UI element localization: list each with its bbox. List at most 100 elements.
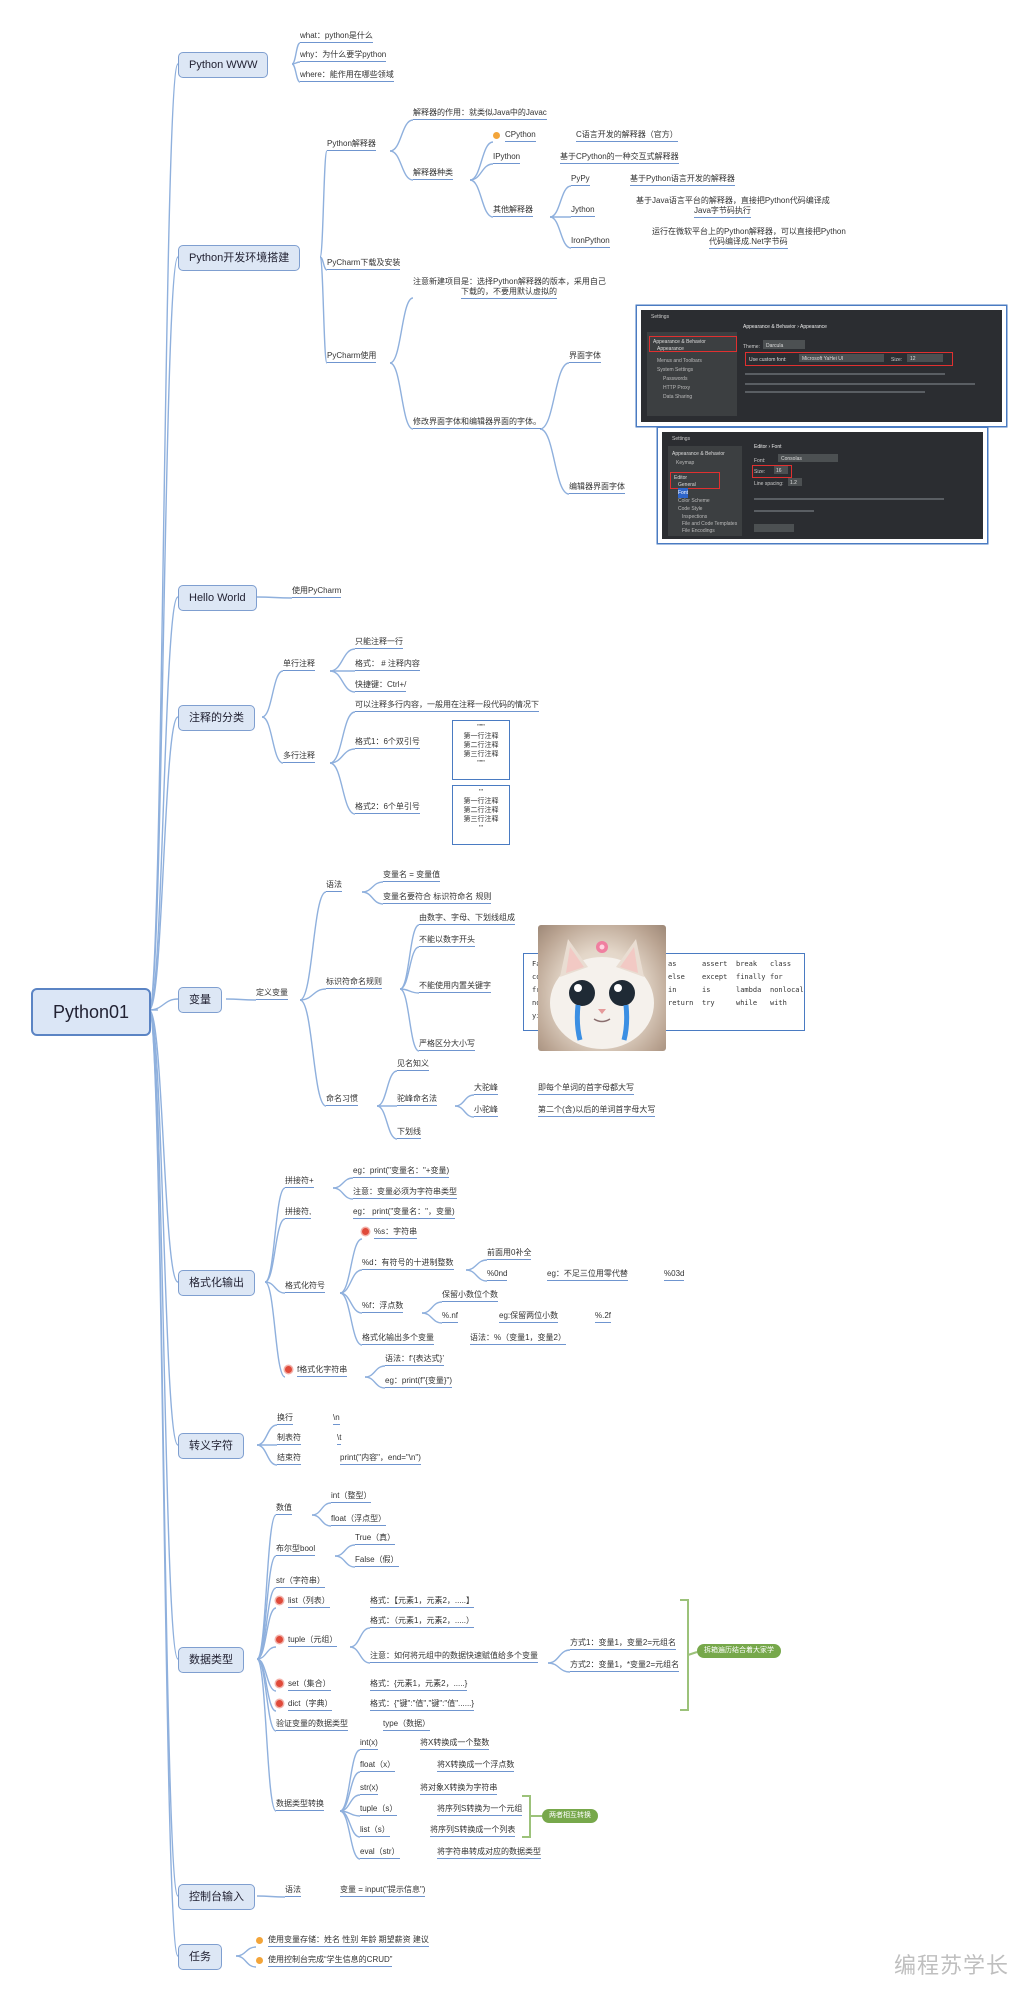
dtype-tuple-format[interactable]: 格式：（元素1，元素2，.....） <box>370 1616 475 1628</box>
fmt-plus-example[interactable]: eg：print("变量名："+变量) <box>353 1166 450 1178</box>
pycharm-ui-font[interactable]: 界面字体 <box>569 351 601 363</box>
dtype-list[interactable]: list（列表） <box>288 1596 330 1608</box>
env-interpreter-role[interactable]: 解释器的作用：就类似Java中的Javac <box>413 108 547 120</box>
conv-int-desc[interactable]: 将X转换成一个整数 <box>420 1738 490 1750</box>
conv-list-desc[interactable]: 将序列S转换成一个列表 <box>430 1825 516 1837</box>
env-interpreter[interactable]: Python解释器 <box>327 139 376 151</box>
dtype-int[interactable]: int（整型） <box>331 1491 372 1503</box>
fmt-fstring-example[interactable]: eg：print(f"{变量}") <box>385 1376 453 1388</box>
hello-use-pycharm[interactable]: 使用PyCharm <box>292 586 342 598</box>
section-env-setup[interactable]: Python开发环境搭建 <box>178 245 301 271</box>
var-define[interactable]: 定义变量 <box>256 988 288 1000</box>
naming-camel-case[interactable]: 驼峰命名法 <box>397 1094 437 1106</box>
dtype-tuple[interactable]: tuple（元组） <box>288 1635 338 1647</box>
fmt-multi[interactable]: 格式化输出多个变量 <box>362 1333 434 1345</box>
fmt-comma[interactable]: 拼接符, <box>285 1207 312 1219</box>
fmt-s[interactable]: %s：字符串 <box>374 1227 418 1239</box>
var-naming-habits[interactable]: 命名习惯 <box>326 1094 358 1106</box>
fmt-fstring-syntax[interactable]: 语法：f‘{表达式}’ <box>385 1354 445 1366</box>
dtype-number[interactable]: 数值 <box>276 1503 292 1515</box>
dtype-set[interactable]: set（集合） <box>288 1679 331 1691</box>
interp-jython-desc-2[interactable]: Java字节码执行 <box>694 206 751 218</box>
env-interpreter-kinds[interactable]: 解释器种类 <box>413 168 453 180</box>
camel-lower[interactable]: 小驼峰 <box>474 1105 498 1117</box>
fmt-d-0nd[interactable]: %0nd <box>487 1269 508 1281</box>
fmt-f-precision[interactable]: 保留小数位个数 <box>442 1290 498 1302</box>
dtype-false[interactable]: False（假） <box>355 1555 399 1567</box>
comment-multi-format1[interactable]: 格式1：6个双引号 <box>355 737 420 749</box>
dtype-bool[interactable]: 布尔型bool <box>276 1544 316 1556</box>
interp-cpython[interactable]: CPython <box>505 130 536 142</box>
interp-iron-desc-2[interactable]: 代码编译成.Net字节码 <box>709 237 788 249</box>
summary-pill-convert[interactable]: 两者相互转换 <box>542 1809 598 1823</box>
interp-jython[interactable]: Jython <box>571 205 595 217</box>
comment-multi-desc[interactable]: 可以注释多行内容，一般用在注释一段代码的情况下 <box>355 700 539 712</box>
camel-lower-desc[interactable]: 第二个(含)以后的单词首字母大写 <box>538 1105 656 1117</box>
dtype-list-format[interactable]: 格式：【元素1，元素2，.....】 <box>370 1596 475 1608</box>
var-syntax-2[interactable]: 变量名要符合 标识符命名 规则 <box>383 892 492 904</box>
interp-ironpython[interactable]: IronPython <box>571 236 610 248</box>
interp-pypy[interactable]: PyPy <box>571 174 590 186</box>
dtype-float[interactable]: float（浮点型） <box>331 1514 387 1526</box>
dtype-check[interactable]: 验证变量的数据类型 <box>276 1719 348 1731</box>
var-syntax[interactable]: 语法 <box>326 880 342 892</box>
esc-newline[interactable]: 换行 <box>277 1413 293 1425</box>
var-syntax-1[interactable]: 变量名 = 变量值 <box>383 870 441 882</box>
comment-single-3[interactable]: 快捷键：Ctrl+/ <box>355 680 407 692</box>
section-hello-world[interactable]: Hello World <box>178 585 257 611</box>
pycharm-editor-font[interactable]: 编辑器界面字体 <box>569 482 625 494</box>
conv-float-desc[interactable]: 将X转换成一个浮点数 <box>437 1760 515 1772</box>
fmt-f-example[interactable]: eg:保留两位小数 <box>499 1311 559 1323</box>
dtype-dict[interactable]: dict（字典） <box>288 1699 333 1711</box>
fmt-symbols[interactable]: 格式化符号 <box>285 1281 325 1293</box>
conv-float[interactable]: float（x） <box>360 1760 396 1772</box>
conv-eval-desc[interactable]: 将字符串转成对应的数据类型 <box>437 1847 541 1859</box>
conv-str-desc[interactable]: 将对象X转换为字符串 <box>420 1783 498 1795</box>
ident-rule-3[interactable]: 不能使用内置关键字 <box>419 981 491 993</box>
dtype-tuple-way2[interactable]: 方式2：变量1，*变量2=元组名 <box>570 1660 680 1672</box>
naming-meaningful[interactable]: 见名知义 <box>397 1059 429 1071</box>
section-tasks[interactable]: 任务 <box>178 1944 222 1970</box>
ident-rule-2[interactable]: 不能以数字开头 <box>419 935 475 947</box>
var-identifier-rules[interactable]: 标识符命名规则 <box>326 977 382 989</box>
fmt-f[interactable]: %f：浮点数 <box>362 1301 404 1313</box>
ident-rule-4[interactable]: 严格区分大小写 <box>419 1039 475 1051</box>
dtype-str[interactable]: str（字符串） <box>276 1576 325 1588</box>
fmt-d-03d[interactable]: %03d <box>664 1269 685 1281</box>
conv-int[interactable]: int(x) <box>360 1738 378 1750</box>
interp-cpython-desc[interactable]: C语言开发的解释器（官方） <box>576 130 678 142</box>
section-escape-chars[interactable]: 转义字符 <box>178 1433 244 1459</box>
input-syntax-value[interactable]: 变量 = input("提示信息") <box>340 1885 426 1897</box>
fmt-f-nf[interactable]: %.nf <box>442 1311 459 1323</box>
dtype-check-type[interactable]: type（数据） <box>383 1719 431 1731</box>
dtype-conversion[interactable]: 数据类型转换 <box>276 1799 324 1811</box>
www-what[interactable]: what：python是什么 <box>300 31 373 43</box>
pycharm-font-change[interactable]: 修改界面字体和编辑器界面的字体。 <box>413 417 541 429</box>
esc-end-value[interactable]: print("内容"，end="\n") <box>340 1453 421 1465</box>
fmt-multi-syntax[interactable]: 语法：%（变量1，变量2） <box>470 1333 567 1345</box>
section-python-www[interactable]: Python WWW <box>178 52 269 78</box>
comment-multi[interactable]: 多行注释 <box>283 751 315 763</box>
fmt-plus-note[interactable]: 注意：变量必须为字符串类型 <box>353 1187 457 1199</box>
dtype-tuple-note[interactable]: 注意：如何将元组中的数据快速赋值给多个变量 <box>370 1651 538 1663</box>
comment-single[interactable]: 单行注释 <box>283 659 315 671</box>
esc-newline-value[interactable]: \n <box>333 1413 340 1425</box>
conv-eval[interactable]: eval（str） <box>360 1847 400 1859</box>
conv-list[interactable]: list（s） <box>360 1825 390 1837</box>
fmt-d[interactable]: %d：有符号的十进制整数 <box>362 1258 454 1270</box>
interp-ipython-desc[interactable]: 基于CPython的一种交互式解释器 <box>560 152 679 164</box>
conv-tuple[interactable]: tuple（s） <box>360 1804 398 1816</box>
comment-single-2[interactable]: 格式： # 注释内容 <box>355 659 420 671</box>
dtype-tuple-way1[interactable]: 方式1：变量1，变量2=元组名 <box>570 1638 677 1650</box>
fmt-plus[interactable]: 拼接符+ <box>285 1176 314 1188</box>
fmt-f-2f[interactable]: %.2f <box>595 1311 612 1323</box>
dtype-dict-format[interactable]: 格式：{"键":"值","键":"值"......} <box>370 1699 475 1711</box>
esc-tab[interactable]: 制表符 <box>277 1433 301 1445</box>
summary-pill-unpack[interactable]: 拆箱遍历结合着大家学 <box>697 1644 781 1658</box>
section-format-output[interactable]: 格式化输出 <box>178 1270 255 1296</box>
env-pycharm-download[interactable]: PyCharm下载及安装 <box>327 258 401 270</box>
camel-upper[interactable]: 大驼峰 <box>474 1083 498 1095</box>
interp-pypy-desc[interactable]: 基于Python语言开发的解释器 <box>630 174 735 186</box>
fmt-fstring[interactable]: f格式化字符串 <box>297 1365 348 1377</box>
fmt-d-example[interactable]: eg：不足三位用零代替 <box>547 1269 628 1281</box>
